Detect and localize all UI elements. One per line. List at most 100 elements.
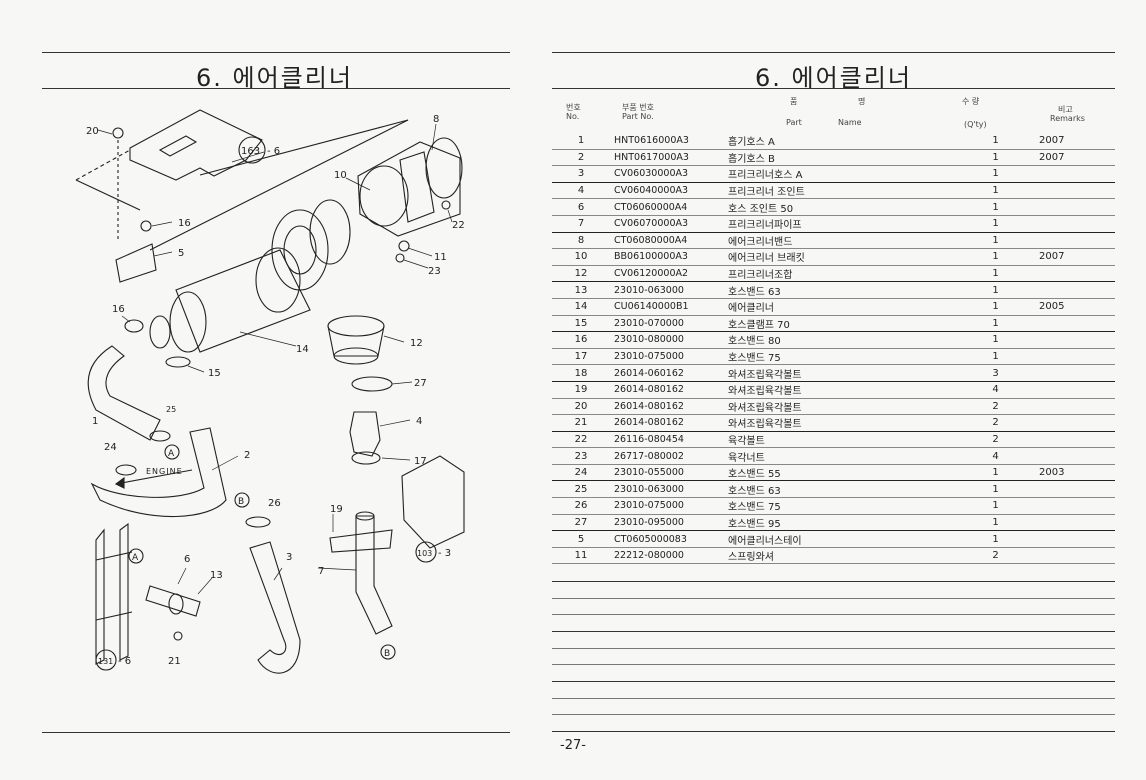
header-part-en: Part: [786, 118, 802, 127]
cell-qty: 4: [958, 381, 1033, 399]
cell-name: 에어클리너: [724, 298, 958, 316]
cell-rem: [1033, 431, 1115, 449]
cell-rem: [1033, 198, 1115, 216]
stay-bracket: [115, 243, 157, 283]
precleaner-top: [327, 315, 385, 337]
ref-circle-103: [415, 541, 437, 563]
cell-name: 프리크리너 조인트: [724, 182, 958, 200]
cell-no: 13: [552, 281, 610, 299]
cell-qty: 3: [958, 364, 1033, 382]
callout-13: 13: [210, 570, 223, 581]
blank-rule: [552, 698, 1115, 699]
cell-qty: 1: [958, 514, 1033, 532]
ref-circle-b2: [380, 644, 396, 660]
callout-27: 27: [414, 378, 427, 389]
cell-no: 16: [552, 331, 610, 349]
cell-qty: 1: [958, 198, 1033, 216]
band-27: [351, 376, 393, 392]
cell-qty: 1: [958, 298, 1033, 316]
top-rule: [552, 52, 1115, 53]
cell-part: 23010-063000: [610, 480, 724, 499]
cell-rem: [1033, 381, 1115, 399]
callout-a1: A: [168, 449, 175, 459]
cell-part: 26014-060162: [610, 364, 724, 382]
hose-1: [87, 345, 161, 441]
cell-rem: 2005: [1033, 298, 1115, 316]
bolt-20: [112, 127, 124, 139]
bolt-22: [441, 200, 451, 210]
filter-core: [283, 225, 317, 275]
cell-name: 흡기호스 B: [724, 149, 958, 167]
blank-rule: [552, 648, 1115, 649]
page-number: -27-: [560, 738, 586, 753]
plate-slot: [158, 135, 198, 157]
cell-qty: 1: [958, 232, 1033, 250]
title-rule: [42, 88, 510, 89]
cell-part: CV06040000A3: [610, 182, 724, 200]
frame-post: [119, 522, 129, 661]
band-17: [351, 451, 381, 465]
callout-131: 131: [98, 657, 113, 666]
band-8: [399, 151, 435, 223]
band-25: [149, 430, 171, 442]
cell-part: 23010-070000: [610, 315, 724, 333]
clamp-15: [165, 356, 191, 368]
cell-qty: 2: [958, 547, 1033, 565]
cell-name: 호스클램프 70: [724, 315, 958, 333]
cell-rem: [1033, 348, 1115, 366]
ref-circle-131: [95, 649, 117, 671]
cell-rem: [1033, 414, 1115, 432]
cell-part: CT06060000A4: [610, 198, 724, 216]
callout-6: 6: [184, 554, 190, 565]
band-13: [168, 593, 184, 615]
cell-no: 27: [552, 514, 610, 532]
cell-no: 23: [552, 447, 610, 465]
cell-name: 에어크리너 브래킷: [724, 248, 958, 266]
ref-circle-a2: [128, 548, 144, 564]
cell-rem: [1033, 530, 1115, 548]
cell-name: 육각볼트: [724, 431, 958, 449]
cell-qty: 1: [958, 265, 1033, 283]
band-26: [245, 516, 271, 528]
cell-rem: [1033, 497, 1115, 515]
frame-line: [75, 179, 141, 211]
cell-part: 22212-080000: [610, 547, 724, 565]
cell-rem: 2003: [1033, 464, 1115, 482]
top-rule: [42, 52, 510, 53]
cell-name: 육각너트: [724, 447, 958, 465]
engine-label: ENGINE: [146, 467, 183, 476]
cell-no: 19: [552, 381, 610, 399]
cell-qty: 2: [958, 414, 1033, 432]
joint-4: [349, 411, 381, 457]
cell-rem: [1033, 232, 1115, 250]
callout-2: 2: [244, 450, 250, 461]
cell-name: 호스밴드 55: [724, 464, 958, 482]
cell-qty: 1: [958, 248, 1033, 266]
cell-rem: [1033, 514, 1115, 532]
cell-no: 12: [552, 265, 610, 283]
blank-rule: [552, 598, 1115, 599]
housing: [357, 141, 461, 237]
cell-no: 25: [552, 480, 610, 499]
cell-part: 26014-080162: [610, 398, 724, 416]
engine-arrowhead: [114, 476, 125, 489]
cell-no: 18: [552, 364, 610, 382]
cell-part: 23010-075000: [610, 348, 724, 366]
header-partno-en: Part No.: [622, 112, 654, 121]
cell-part: 23010-055000: [610, 464, 724, 482]
cell-qty: 2: [958, 398, 1033, 416]
cell-qty: 1: [958, 331, 1033, 349]
cell-part: 23010-063000: [610, 281, 724, 299]
header-remarks-en: Remarks: [1050, 114, 1085, 123]
frame-bar: [95, 611, 133, 621]
